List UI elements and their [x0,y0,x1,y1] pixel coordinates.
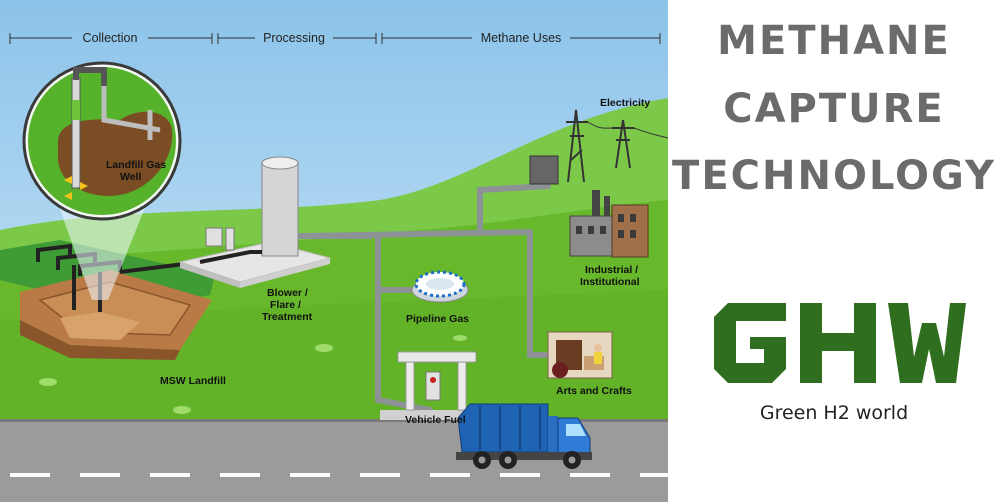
ghw-logo [714,303,966,383]
factory-building [569,190,649,258]
title-line-3: TECHNOLOGY [672,153,996,199]
transformer-box [529,155,559,185]
label-arts-crafts: Arts and Crafts [556,385,632,397]
label-landfill-gas-well-1: Landfill Gas [106,159,166,171]
label-vehicle-fuel: Vehicle Fuel [405,414,466,426]
methane-capture-diagram: Collection Processing Methane Uses [0,0,668,502]
label-msw-landfill: MSW Landfill [160,375,226,387]
label-industrial-2: Institutional [580,276,640,288]
section-processing: Processing [263,31,325,45]
arts-crafts-building [547,331,613,379]
bushes [39,335,467,414]
label-electricity: Electricity [600,97,650,109]
section-collection: Collection [83,31,138,45]
label-blower-2: Flare / [270,299,301,311]
section-methane-uses: Methane Uses [481,31,562,45]
processing-station [178,156,372,288]
magnifier-beam [55,195,150,300]
label-industrial-1: Industrial / [585,264,638,276]
title-line-1: METHANE [717,18,951,64]
road-edge [0,419,668,422]
title-panel: METHANE CAPTURE TECHNOLOGY Green H2 worl… [668,0,1000,502]
title-line-2: CAPTURE [723,86,945,132]
garbage-truck [456,403,592,469]
tagline: Green H2 world [759,402,909,424]
landfill-gas-well-inset [22,61,182,221]
label-blower-1: Blower / [267,287,308,299]
label-landfill-gas-well-2: Well [120,171,141,183]
section-header-bar [9,33,661,44]
road-markings [10,473,668,477]
label-pipeline-gas: Pipeline Gas [406,313,469,325]
electricity-towers [566,109,668,183]
fuel-station [380,351,477,420]
label-blower-3: Treatment [262,311,313,323]
pipeline-gas-icon [411,270,469,303]
